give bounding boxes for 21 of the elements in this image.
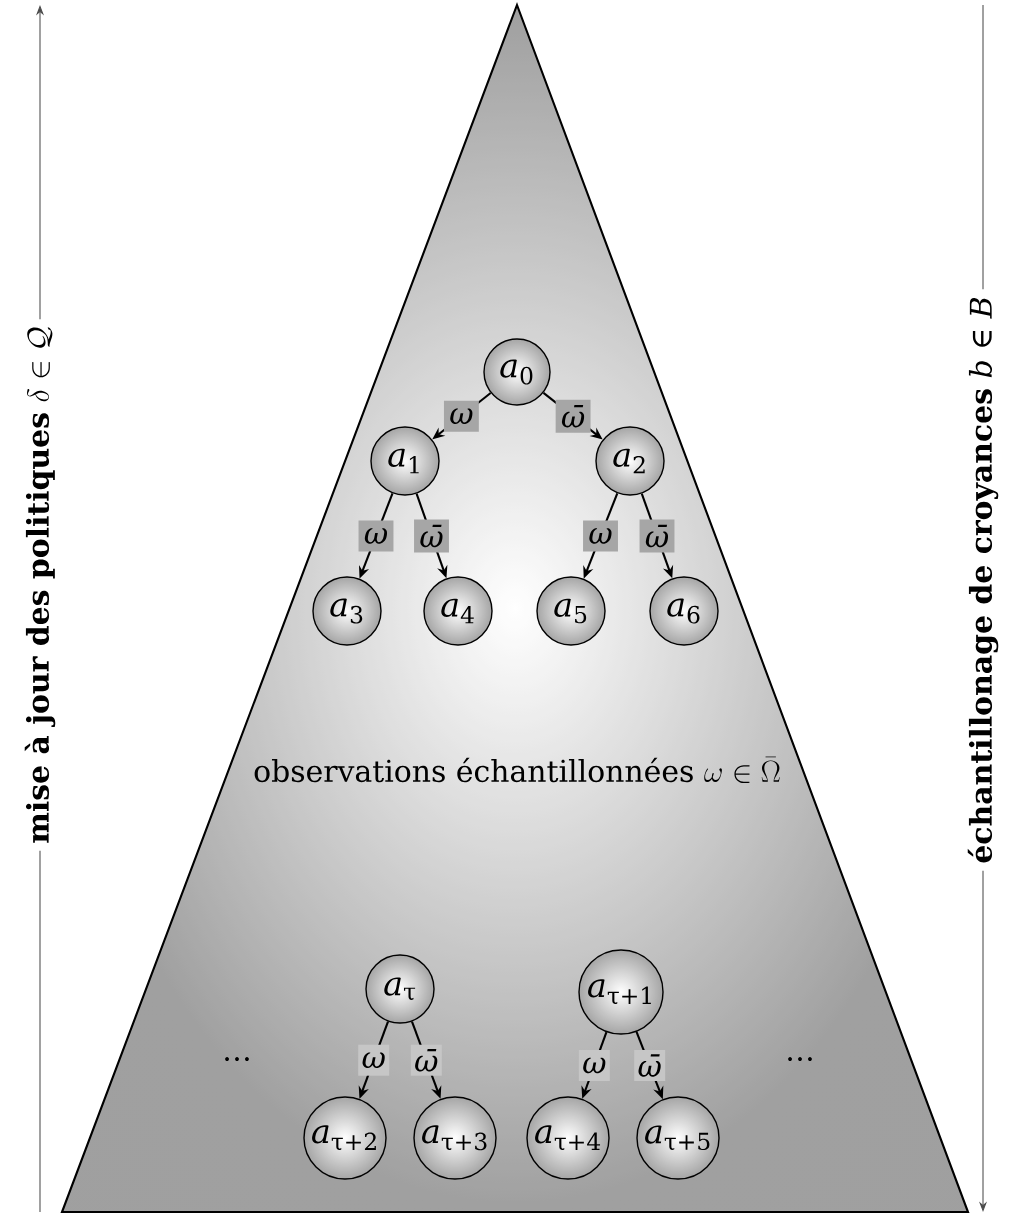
circle-node: a$_{τ}$ (365, 954, 435, 1024)
circle-node: a$_{τ+3}$ (413, 1096, 497, 1180)
ellipsis: … (788, 1057, 812, 1061)
circle-node: a$_{τ+2}$ (303, 1096, 387, 1180)
circle-node: a$_{τ+1}$ (578, 949, 664, 1035)
side-label: échantillonage de croyances b ∈ B (960, 289, 1006, 871)
ellipsis: … (225, 1057, 249, 1061)
circle-node: a$_{3}$ (312, 576, 382, 646)
circle-node: a$_{4}$ (423, 576, 493, 646)
circle-node: a$_{τ+5}$ (636, 1096, 720, 1180)
circle-node: a$_{2}$ (595, 426, 665, 496)
circle-node: a$_{1}$ (370, 426, 440, 496)
edge-label: ω̄ (414, 519, 449, 553)
circle-node: a$_{τ+4}$ (526, 1096, 610, 1180)
circle-node: a$_{5}$ (536, 576, 606, 646)
circle-node: a$_{6}$ (649, 576, 719, 646)
edge-label: ω (583, 520, 618, 552)
circle-node: a$_{0}$ (483, 338, 551, 406)
edge-label: ω̄ (634, 1050, 666, 1081)
edge-label: ω (358, 1044, 390, 1076)
side-label: $\textbf{mise à jour des politiques}\ \delta \in \mathcal{Q}$ (17, 319, 63, 851)
